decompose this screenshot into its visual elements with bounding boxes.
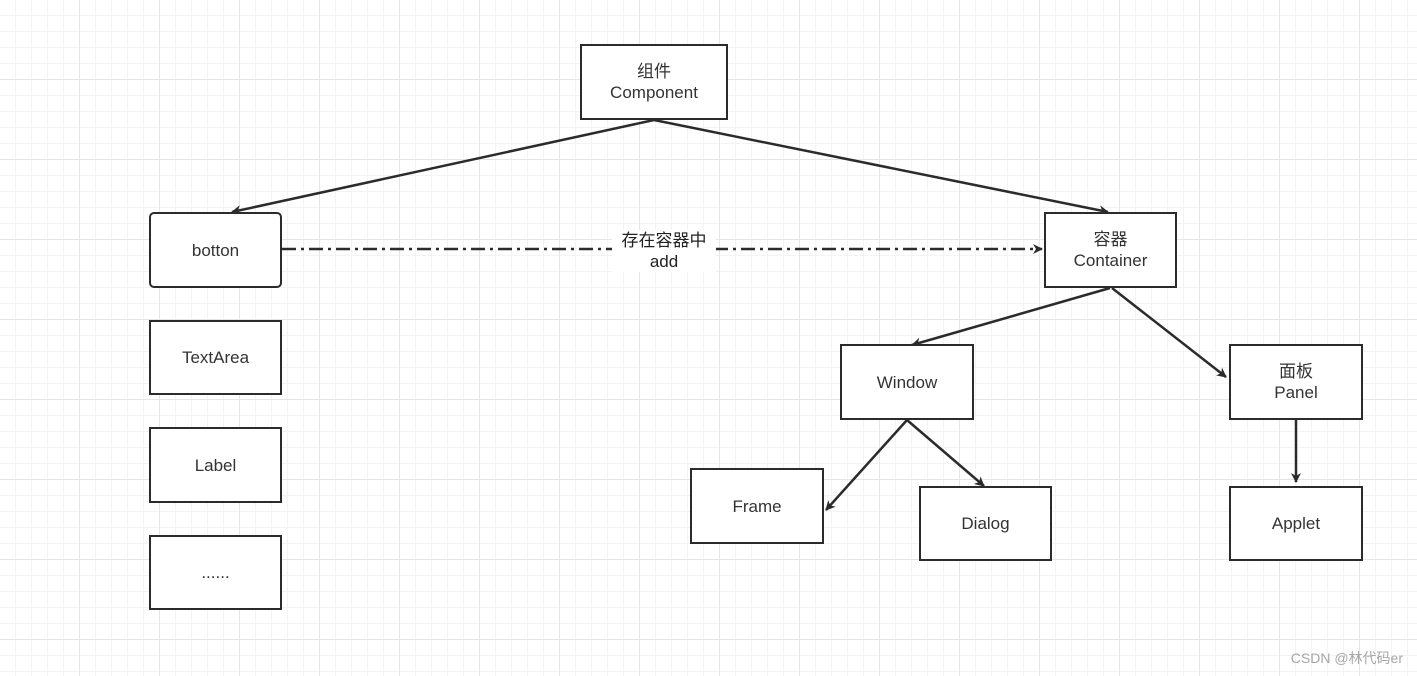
node-container[interactable]: 容器 Container (1044, 212, 1177, 288)
edge-add-label: 存在容器中 add (612, 230, 716, 272)
edge-container-panel (1111, 287, 1227, 378)
node-more-label: ...... (201, 563, 230, 582)
node-botton-label: botton (191, 240, 240, 260)
node-window-label: Window (876, 372, 938, 392)
node-panel-en-label: Panel (1274, 383, 1318, 402)
node-frame[interactable]: Frame (690, 468, 824, 544)
csdn-watermark: CSDN @林代码er (1290, 650, 1403, 666)
edge-container-window (911, 286, 1111, 348)
node-container-cn-label: 容器 (1093, 230, 1128, 249)
node-container-en-label: Container (1073, 251, 1148, 270)
edge-add-label-en: add (649, 252, 679, 271)
node-botton[interactable]: botton (149, 212, 282, 288)
node-textarea[interactable]: TextArea (149, 320, 282, 395)
node-textarea-label: TextArea (181, 348, 250, 367)
node-component-en-label: Component (610, 83, 698, 102)
node-label[interactable]: Label (149, 427, 282, 503)
edge-add-label-cn: 存在容器中 (621, 231, 707, 250)
node-component[interactable]: 组件 Component (580, 44, 728, 120)
node-panel[interactable]: 面板 Panel (1229, 344, 1363, 420)
node-window[interactable]: Window (840, 344, 974, 420)
node-applet[interactable]: Applet (1229, 486, 1363, 561)
node-component-cn-label: 组件 (637, 62, 671, 81)
node-label-label: Label (194, 455, 237, 475)
edge-window-frame (825, 419, 908, 511)
node-dialog[interactable]: Dialog (919, 486, 1052, 561)
edge-component-botton (231, 118, 655, 215)
node-frame-label: Frame (732, 496, 782, 516)
edge-window-dialog (906, 419, 985, 487)
edge-component-container (653, 118, 1109, 216)
node-dialog-label: Dialog (961, 514, 1010, 533)
node-more[interactable]: ...... (149, 535, 282, 610)
node-panel-cn-label: 面板 (1279, 362, 1313, 381)
node-applet-label: Applet (1271, 514, 1321, 533)
